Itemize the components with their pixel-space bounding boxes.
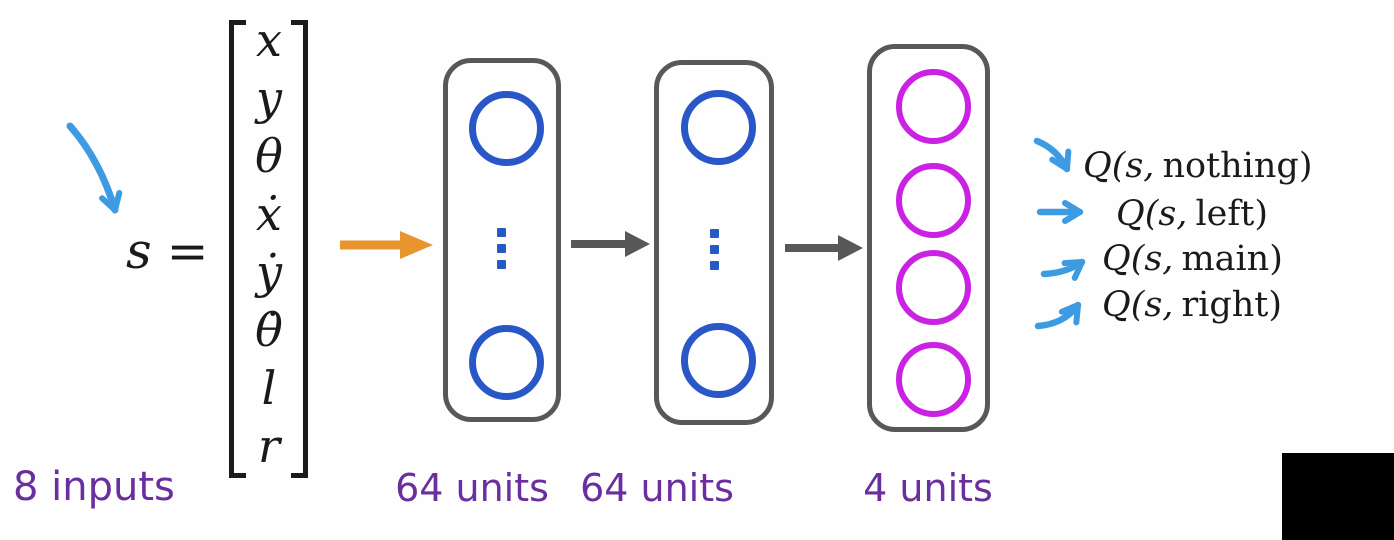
vector-right-bracket — [291, 20, 308, 478]
layer3-units-label: 4 units — [863, 466, 993, 510]
hidden-layer-2 — [654, 60, 774, 425]
inputs-caption: 8 inputs — [13, 464, 175, 510]
vector-entry: l — [261, 361, 277, 415]
state-equation: s= — [126, 226, 209, 276]
vector-entry: θ̇ — [255, 303, 283, 357]
gray-arrow-right-icon — [785, 235, 863, 261]
arrow-right-icon — [1036, 200, 1084, 224]
curved-arrow-up-right-icon — [1034, 301, 1082, 330]
neuron-node — [681, 323, 756, 398]
neuron-node — [469, 325, 544, 400]
vector-entry: θ — [255, 129, 283, 183]
output-neuron-node — [896, 163, 971, 238]
curved-arrow-up-right-icon — [1040, 258, 1086, 281]
vector-left-bracket — [229, 20, 246, 478]
vector-entry: r — [258, 419, 280, 473]
layer2-units-label: 64 units — [580, 466, 734, 510]
vector-entry: ẋ — [256, 187, 282, 241]
output-neuron-node — [896, 250, 971, 325]
q-value-label-nothing: Q(s,nothing) — [1083, 146, 1313, 186]
vector-entry: y — [256, 71, 282, 125]
curved-arrow-down-right-icon — [1033, 137, 1072, 173]
vertical-ellipsis-dots-icon — [497, 228, 506, 269]
neuron-node — [681, 90, 756, 165]
hidden-layer-1 — [443, 58, 561, 422]
output-neuron-node — [896, 69, 971, 144]
q-value-label-right: Q(s,right) — [1102, 285, 1283, 325]
black-corner-overlay — [1282, 453, 1394, 540]
equals-sign: = — [166, 222, 209, 280]
layer1-units-label: 64 units — [395, 466, 549, 510]
output-layer — [867, 44, 990, 432]
neuron-node — [469, 91, 544, 166]
output-neuron-node — [896, 342, 971, 417]
gray-arrow-right-icon — [571, 231, 650, 257]
state-vector: x y θ ẋ ẏ θ̇ l r — [239, 11, 299, 475]
q-value-label-left: Q(s,left) — [1116, 194, 1269, 234]
curved-arrow-down-right-icon — [66, 122, 123, 214]
vertical-ellipsis-dots-icon — [710, 229, 719, 270]
vector-entry: ẏ — [256, 245, 282, 299]
orange-arrow-right-icon — [340, 231, 433, 259]
state-symbol: s — [126, 222, 152, 280]
q-value-label-main: Q(s,main) — [1102, 239, 1283, 279]
vector-entry: x — [256, 13, 282, 67]
